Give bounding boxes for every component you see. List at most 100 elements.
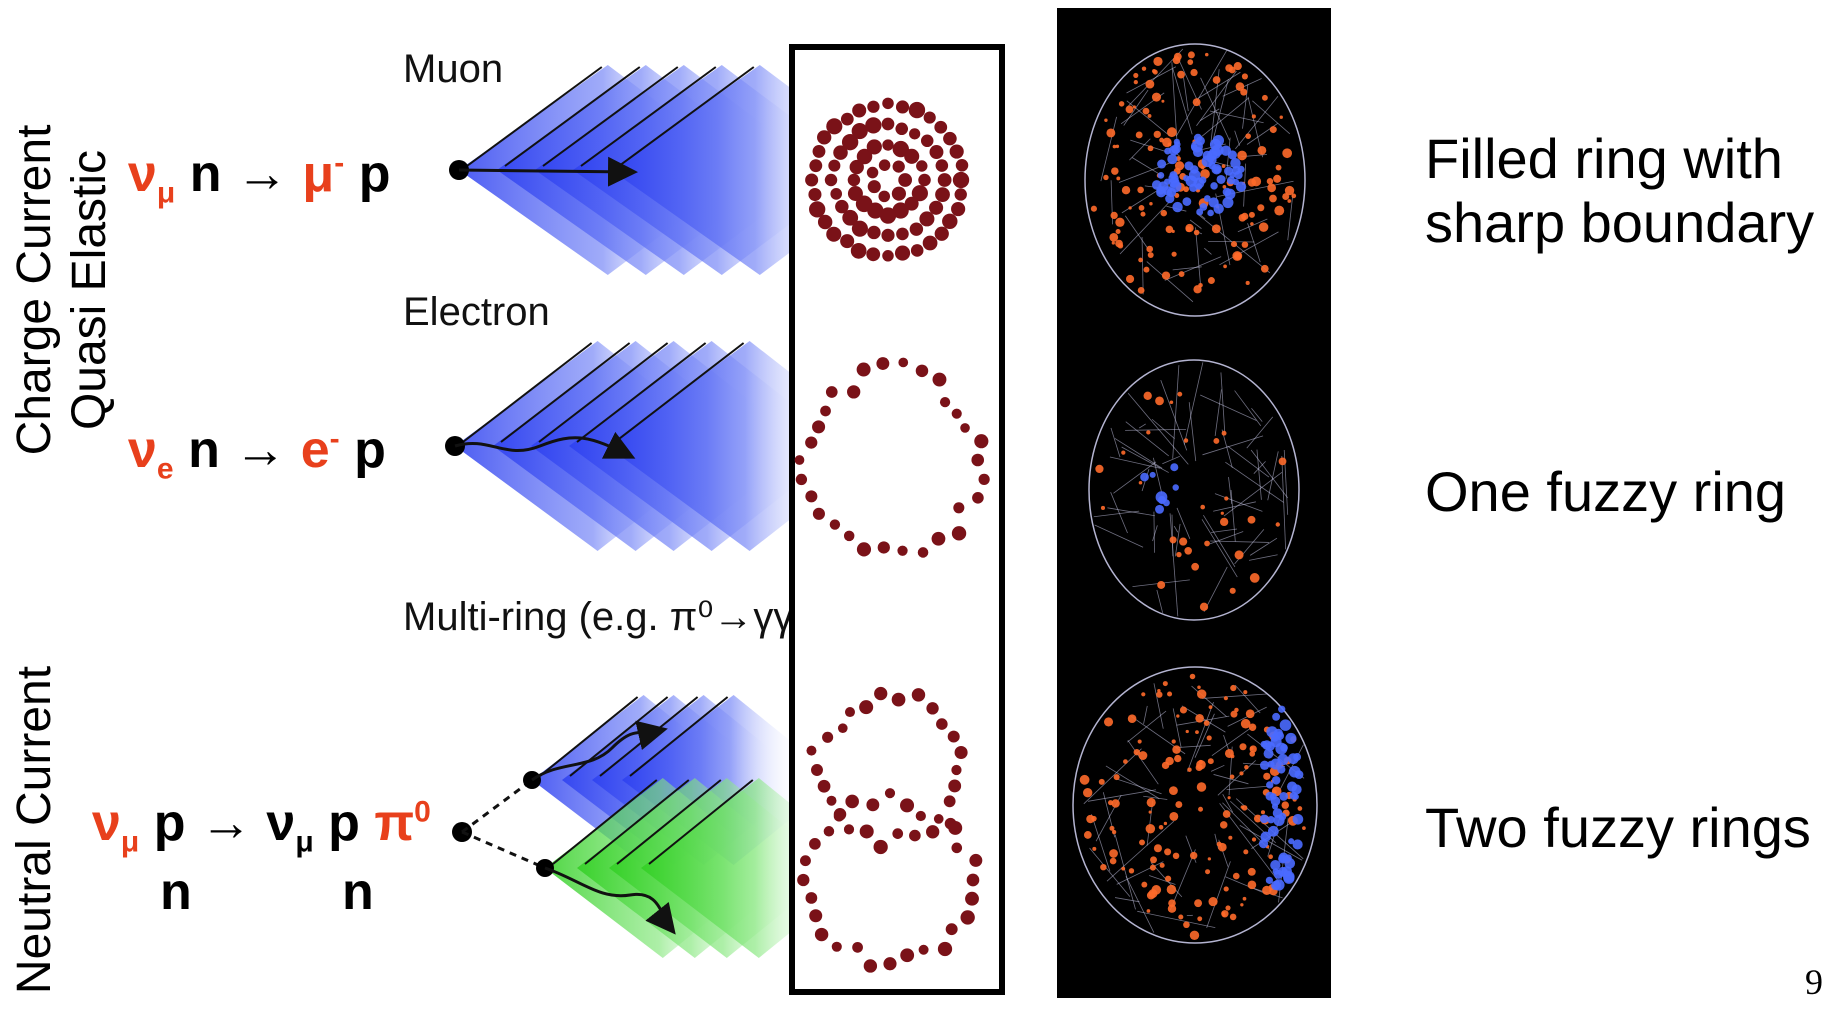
mesh-line <box>1131 157 1163 177</box>
pmt-hit-blue <box>1286 781 1298 792</box>
pmt-hit-dot <box>840 112 854 126</box>
pmt-hit <box>1258 222 1269 232</box>
pmt-hit <box>1201 166 1205 170</box>
pmt-hit <box>1251 176 1262 187</box>
mesh-line <box>1127 393 1189 465</box>
pmt-hit <box>1141 881 1148 888</box>
pmt-hit <box>1183 438 1189 443</box>
mesh-line <box>1124 215 1149 250</box>
pmt-hit <box>1146 430 1151 435</box>
cone-edge-line <box>539 696 639 777</box>
pmt-hit-dot <box>945 923 958 936</box>
pmt-hit-blue <box>1267 816 1275 824</box>
lepton-symbol: e <box>300 421 330 479</box>
pmt-hit-dot <box>920 134 934 148</box>
pmt-hit-dot <box>949 144 964 159</box>
mesh-line <box>1162 455 1180 465</box>
cone-edge-line <box>542 66 679 167</box>
mesh-line <box>1201 519 1238 578</box>
mesh-line <box>1213 774 1249 785</box>
pmt-hit <box>1205 869 1211 875</box>
pmt-hit <box>1162 681 1168 687</box>
mesh-line <box>1227 445 1270 478</box>
pmt-hit <box>1143 391 1152 401</box>
pmt-hit <box>1260 810 1266 815</box>
pmt-hit-dot <box>844 707 856 718</box>
pmt-hit-blue <box>1275 742 1288 755</box>
pmt-hit <box>1230 241 1238 248</box>
pmt-hit <box>1164 848 1172 856</box>
pmt-hit-dot <box>917 547 929 558</box>
quasi-elastic-label: Quasi Elastic <box>63 149 116 431</box>
pmt-hit-blue <box>1227 150 1238 160</box>
mesh-line <box>1248 554 1278 561</box>
pmt-hit-blue <box>1267 825 1279 837</box>
description-line: Two fuzzy rings <box>1425 796 1811 859</box>
cone-edge-line <box>648 779 754 865</box>
mesh-line <box>1219 231 1279 266</box>
pmt-hit-dot <box>881 117 895 131</box>
mesh-line <box>1267 451 1279 501</box>
pmt-hit <box>1198 759 1203 765</box>
pmt-hit-dot <box>867 180 881 194</box>
neutron-alt-lhs: n <box>160 863 192 921</box>
mesh-line <box>1209 531 1244 545</box>
mesh-line <box>1094 524 1144 548</box>
pmt-hit-blue <box>1210 182 1218 190</box>
pmt-hit <box>1149 864 1156 871</box>
pmt-hit-blue <box>1285 732 1297 744</box>
pmt-hit-blue <box>1172 201 1183 213</box>
pmt-hit <box>1221 164 1226 168</box>
pmt-hit <box>1121 866 1126 871</box>
event-display-pi0 <box>1072 666 1318 944</box>
mesh-line <box>1235 95 1279 150</box>
mesh-line <box>1221 429 1233 468</box>
pmt-hit-dot <box>884 788 896 799</box>
pmt-hit <box>1155 396 1164 406</box>
electron-reaction-equation: νe n → e- p <box>128 424 386 484</box>
mesh-line <box>1172 68 1193 135</box>
pmt-hit <box>1116 176 1121 181</box>
pmt-hit <box>1137 739 1142 744</box>
pmt-hit <box>1221 430 1227 436</box>
pmt-hit <box>1161 99 1165 103</box>
pmt-hit-dot <box>891 186 906 201</box>
pmt-hit-dot <box>825 386 838 398</box>
pmt-hit <box>1241 241 1249 248</box>
mesh-line <box>1220 372 1226 436</box>
pmt-hit-dot <box>812 420 826 434</box>
pmt-hit-dot <box>794 455 805 465</box>
muon-label: Muon <box>403 47 503 91</box>
pmt-hit <box>1257 204 1265 212</box>
description-line: Filled ring with <box>1425 127 1783 190</box>
pmt-hit-blue <box>1149 471 1156 478</box>
pmt-hit-dot <box>826 226 842 242</box>
pmt-hit-dot <box>817 779 831 793</box>
pmt-hit <box>1156 691 1163 698</box>
pmt-hit <box>1196 689 1207 699</box>
pmt-hit-dot <box>874 686 888 701</box>
pmt-hit-dot <box>882 97 894 110</box>
pmt-hit-dot <box>909 222 924 236</box>
pmt-hit <box>1146 909 1151 913</box>
proton-symbol: p <box>354 421 386 479</box>
pmt-hit <box>1193 285 1202 294</box>
pmt-hit-blue <box>1270 859 1281 871</box>
pmt-hit-dot <box>933 814 944 824</box>
pmt-hit <box>1227 796 1231 800</box>
pmt-hit-blue <box>1172 484 1179 491</box>
pmt-hit-dot <box>942 213 958 229</box>
pmt-hit <box>1128 868 1135 874</box>
pmt-hit <box>1282 193 1290 201</box>
pmt-hit <box>1138 257 1143 263</box>
pmt-hit-dot <box>948 821 963 835</box>
pmt-hit <box>1192 98 1201 107</box>
pmt-hit <box>1147 145 1154 152</box>
pmt-hit-dot <box>852 941 863 953</box>
pmt-hit <box>1179 537 1188 546</box>
pmt-hit <box>1230 684 1237 692</box>
pmt-hit-dot <box>891 692 906 707</box>
muon-reaction-equation: νμ n → μ- p <box>128 148 390 208</box>
pmt-hit-dot <box>923 111 936 124</box>
pmt-hit <box>1172 745 1181 754</box>
